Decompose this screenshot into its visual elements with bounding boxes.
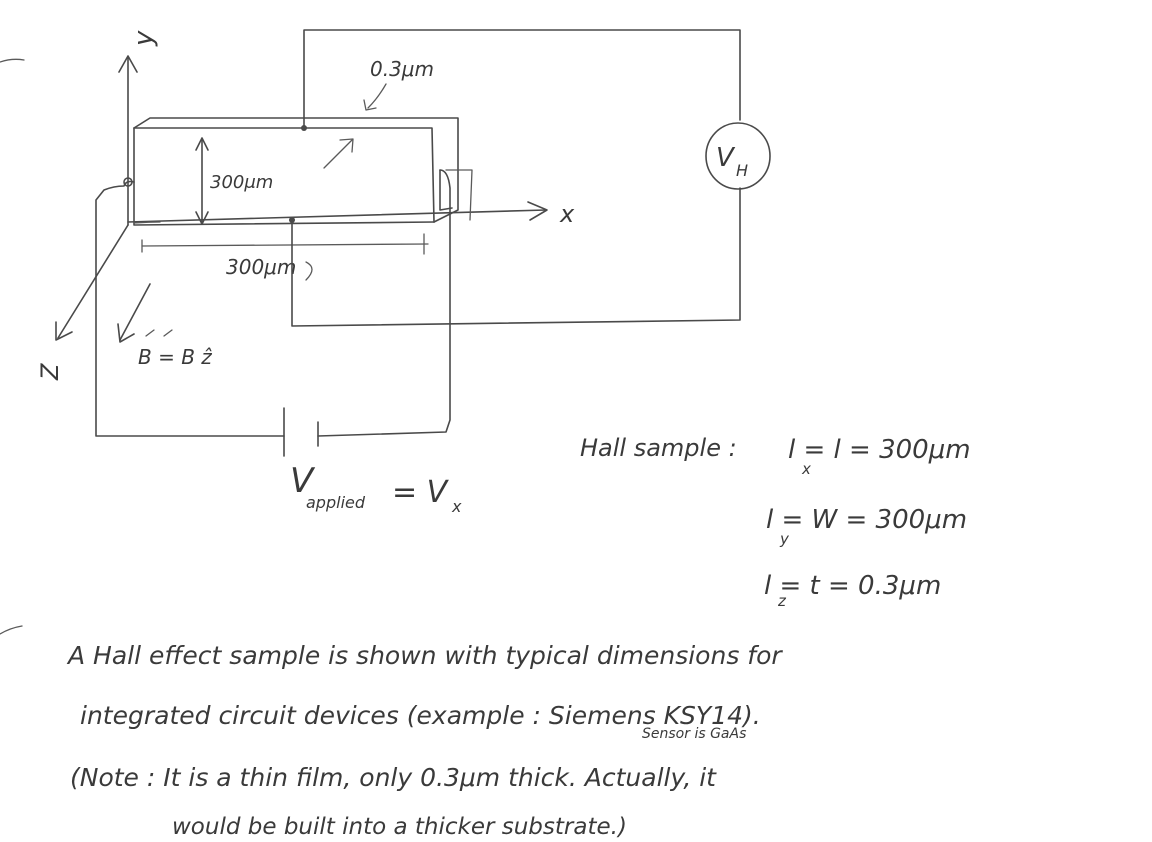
hall-sample-heading: Hall sample : (580, 434, 737, 462)
hall-sample-slab (133, 117, 459, 226)
z-axis-label: Z (36, 363, 64, 381)
hall-sample-subscript-1: x (801, 460, 811, 478)
voltmeter-subscript: H (736, 161, 748, 180)
x-axis-label: x (559, 200, 575, 228)
voltmeter: V H (705, 122, 771, 190)
hall-sample-line-2: l = W = 300μm (766, 505, 967, 535)
hall-sample-line-1: l = l = 300μm (788, 435, 971, 465)
applied-rhs-subscript: x (451, 497, 462, 516)
applied-voltage-circuit (95, 169, 473, 457)
z-axis: Z (36, 224, 129, 381)
applied-symbol: V (290, 461, 316, 501)
hall-sample-subscript-3: z (777, 592, 787, 610)
note-line-4: would be built into a thicker substrate.… (172, 814, 627, 840)
thickness-label: 0.3μm (370, 57, 434, 81)
hall-sample-subscript-2: y (779, 530, 790, 548)
height-dimension: 300μm (195, 137, 273, 225)
thickness-dimension: 0.3μm (323, 57, 434, 169)
height-label: 300μm (210, 172, 273, 193)
hall-sample-line-3: l = t = 0.3μm (764, 571, 941, 601)
length-label: 300μm (226, 255, 296, 279)
applied-equals: = V (392, 475, 450, 510)
notes: A Hall effect sample is shown with typic… (66, 641, 783, 840)
hall-sample-parameters: Hall sample : l = l = 300μm x l = W = 30… (580, 434, 971, 610)
note-line-2: integrated circuit devices (example : Si… (80, 701, 761, 730)
applied-subscript: applied (306, 493, 366, 512)
length-dimension: 300μm (141, 233, 429, 281)
note-line-1: A Hall effect sample is shown with typic… (66, 641, 783, 670)
note-sensor: Sensor is GaAs (642, 726, 746, 742)
applied-voltage-label: V applied = V x (290, 461, 462, 516)
y-axis-label: y (129, 30, 159, 47)
magnetic-field: B = B ẑ (117, 283, 212, 369)
note-line-3: (Note : It is a thin film, only 0.3μm th… (70, 763, 717, 792)
y-axis: y (118, 30, 159, 226)
margin-mark-top (0, 58, 25, 63)
margin-mark-bottom (0, 625, 23, 635)
hall-voltage-circuit (289, 29, 741, 327)
voltmeter-symbol: V (716, 143, 736, 173)
field-label: B = B ẑ (138, 345, 212, 369)
x-axis: x (127, 200, 575, 228)
